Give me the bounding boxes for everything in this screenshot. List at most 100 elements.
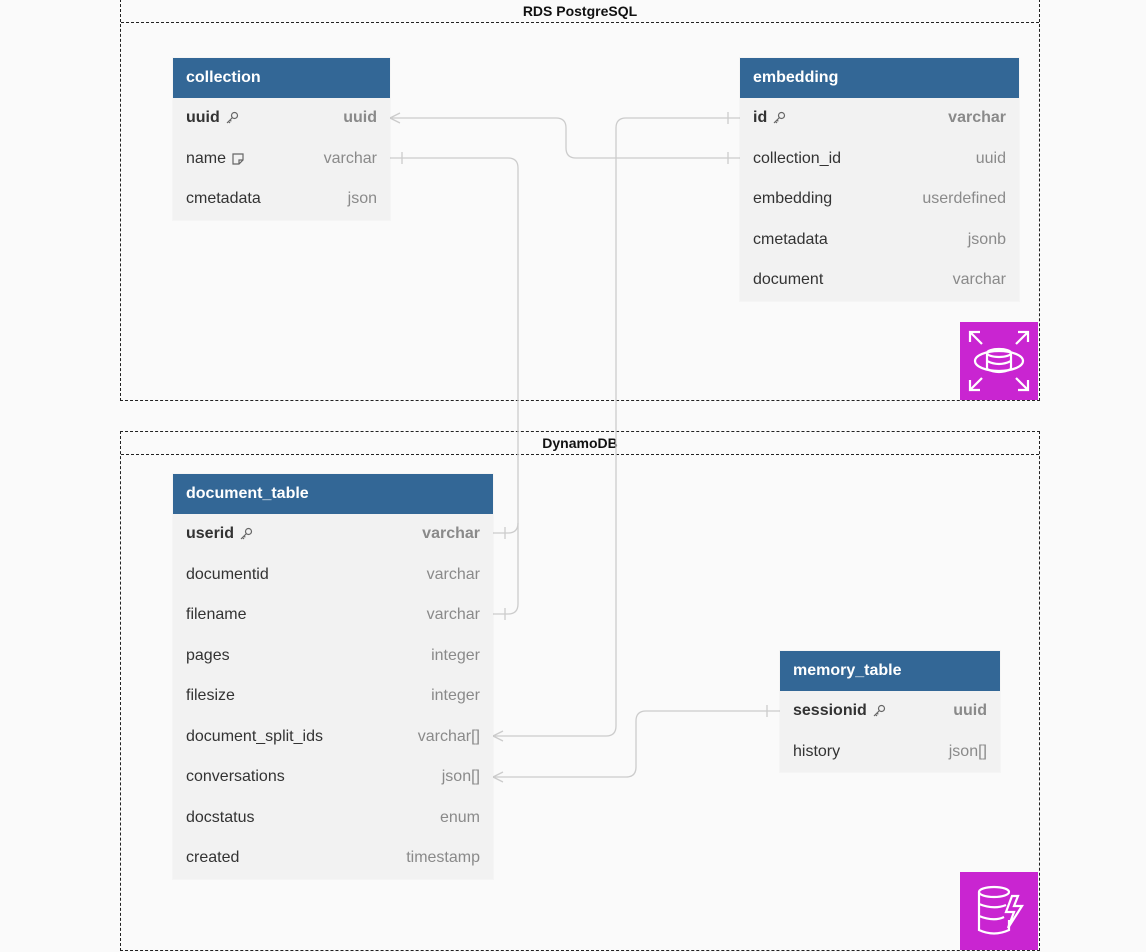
- field-type: json[]: [948, 742, 987, 760]
- field-type: varchar: [422, 525, 480, 543]
- table-header[interactable]: embedding: [740, 58, 1019, 98]
- table-header[interactable]: collection: [173, 58, 390, 98]
- field-row[interactable]: id varchar: [740, 98, 1019, 139]
- rds-database-icon: [960, 322, 1038, 400]
- field-name: embedding: [753, 190, 832, 208]
- embedding-table[interactable]: embedding id varchar collection_id uuid embe…: [740, 58, 1019, 301]
- field-row[interactable]: history json[]: [780, 732, 1000, 773]
- field-name: document: [753, 271, 823, 289]
- field-type: varchar: [948, 109, 1006, 127]
- field-name-text: id: [753, 109, 768, 127]
- dynamodb-icon: [960, 872, 1038, 950]
- field-name-text: sessionid: [793, 702, 867, 720]
- field-row[interactable]: docstatus enum: [173, 798, 493, 839]
- field-row[interactable]: cmetadata jsonb: [740, 220, 1019, 261]
- edge-crowfoot: [492, 730, 504, 742]
- table-header[interactable]: memory_table: [780, 651, 1000, 691]
- field-type: varchar[]: [417, 727, 480, 745]
- field-name-text: document_split_ids: [186, 727, 323, 745]
- field-name-text: uuid: [186, 109, 220, 127]
- field-name: cmetadata: [753, 231, 828, 249]
- field-row[interactable]: userid varchar: [173, 514, 493, 555]
- field-type: userdefined: [922, 190, 1006, 208]
- field-row[interactable]: cmetadata json: [173, 179, 390, 220]
- dynamodb-group: DynamoDB: [120, 431, 1040, 951]
- edge-crowfoot: [389, 112, 401, 124]
- field-row[interactable]: sessionid uuid: [780, 691, 1000, 732]
- rds-group-title: RDS PostgreSQL: [121, 0, 1039, 23]
- field-type: enum: [439, 808, 480, 826]
- field-name: filesize: [186, 687, 235, 705]
- field-name: documentid: [186, 566, 269, 584]
- field-type: varchar: [426, 606, 480, 624]
- field-type: timestamp: [406, 849, 480, 867]
- field-type: integer: [431, 687, 480, 705]
- field-name: document_split_ids: [186, 728, 323, 746]
- field-type: json: [347, 190, 377, 208]
- field-name: conversations: [186, 768, 285, 786]
- memory-table[interactable]: memory_table sessionid uuid history json[]: [780, 651, 1000, 772]
- edge-collection-document: [390, 157, 519, 534]
- field-row[interactable]: document varchar: [740, 260, 1019, 301]
- field-name-text: cmetadata: [186, 190, 261, 208]
- field-row[interactable]: embedding userdefined: [740, 179, 1019, 220]
- field-type: varchar: [952, 271, 1006, 289]
- key-icon: [239, 527, 253, 541]
- document-table[interactable]: document_table userid varchar documentid va…: [173, 474, 493, 879]
- field-name-text: document: [753, 271, 824, 289]
- field-row[interactable]: filename varchar: [173, 595, 493, 636]
- field-name: history: [793, 743, 840, 761]
- key-icon: [872, 704, 886, 718]
- field-name-text: conversations: [186, 768, 285, 786]
- dynamodb-group-title: DynamoDB: [121, 432, 1039, 455]
- field-type: uuid: [953, 702, 987, 720]
- field-name-text: documentid: [186, 565, 269, 583]
- field-name: collection_id: [753, 150, 841, 168]
- field-type: varchar: [323, 149, 377, 167]
- edge-collection-filename: [493, 523, 519, 615]
- field-name-text: embedding: [753, 190, 833, 208]
- field-name-text: filesize: [186, 687, 235, 705]
- field-name-text: collection_id: [753, 149, 842, 167]
- field-row[interactable]: documentid varchar: [173, 555, 493, 596]
- collection-table[interactable]: collection uuid uuid name varchar cmetadata j…: [173, 58, 390, 220]
- table-header[interactable]: document_table: [173, 474, 493, 514]
- field-type: varchar: [426, 565, 480, 583]
- field-row[interactable]: conversations json[]: [173, 757, 493, 798]
- edge-collection-embedding: [390, 117, 740, 159]
- field-name-text: pages: [186, 646, 230, 664]
- key-icon: [772, 111, 786, 125]
- field-name-text: cmetadata: [753, 230, 828, 248]
- field-row[interactable]: uuid uuid: [173, 98, 390, 139]
- field-name: id: [753, 109, 786, 127]
- field-name: sessionid: [793, 702, 886, 720]
- edge-crowfoot: [492, 771, 504, 783]
- field-name-text: userid: [186, 525, 235, 543]
- field-name: uuid: [186, 109, 239, 127]
- field-row[interactable]: name varchar: [173, 139, 390, 180]
- key-icon: [225, 111, 239, 125]
- field-name-text: name: [186, 149, 227, 167]
- field-name: userid: [186, 525, 253, 543]
- rds-postgresql-group: RDS PostgreSQL: [120, 0, 1040, 401]
- field-name: filename: [186, 606, 246, 624]
- field-name-text: docstatus: [186, 808, 255, 826]
- field-row[interactable]: pages integer: [173, 636, 493, 677]
- field-row[interactable]: filesize integer: [173, 676, 493, 717]
- field-name-text: filename: [186, 606, 247, 624]
- field-name-text: created: [186, 849, 240, 867]
- field-row[interactable]: created timestamp: [173, 838, 493, 879]
- field-type: integer: [431, 646, 480, 664]
- field-row[interactable]: collection_id uuid: [740, 139, 1019, 180]
- edge-memory-conversations: [493, 710, 780, 778]
- field-row[interactable]: document_split_ids varchar[]: [173, 717, 493, 758]
- field-type: uuid: [975, 149, 1006, 167]
- field-type: json[]: [441, 768, 480, 786]
- field-type: uuid: [343, 109, 377, 127]
- field-name: cmetadata: [186, 190, 261, 208]
- field-name: created: [186, 849, 239, 867]
- edge-embedding-docsplit: [493, 117, 740, 737]
- field-type: jsonb: [967, 230, 1006, 248]
- note-icon: [231, 152, 245, 166]
